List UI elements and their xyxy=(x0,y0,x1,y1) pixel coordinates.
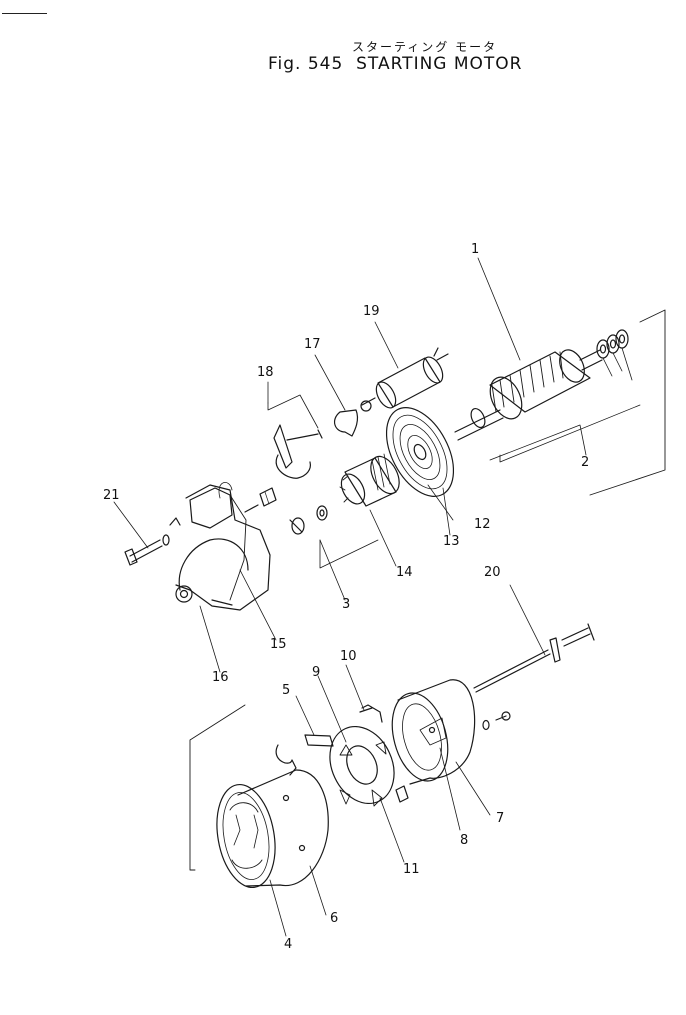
brush-spring-clip xyxy=(359,704,383,723)
callout-20: 20 xyxy=(484,565,501,580)
leader-lines xyxy=(113,257,546,937)
callout-21: 21 xyxy=(103,488,120,503)
callout-1: 1 xyxy=(471,242,479,257)
callout-18: 18 xyxy=(257,365,274,380)
callout-14: 14 xyxy=(396,565,413,580)
callout-15: 15 xyxy=(270,637,287,652)
japanese-title: スターティング モータ xyxy=(352,40,498,54)
pinion-clutch xyxy=(339,453,400,507)
rear-cover xyxy=(391,679,476,785)
bracket-line xyxy=(589,309,666,496)
callout-numbers: 1 2 3 4 5 6 7 8 9 10 11 12 13 14 15 16 1… xyxy=(103,242,589,952)
solenoid xyxy=(360,347,449,412)
corner-rule xyxy=(2,13,47,14)
bracket-line-lower xyxy=(189,704,246,871)
callout-10: 10 xyxy=(340,649,357,664)
figure-title: Fig. 545 STARTING MOTOR xyxy=(268,54,523,74)
thrust-washers xyxy=(489,329,641,463)
callout-8: 8 xyxy=(460,833,468,848)
through-bolt-long xyxy=(473,623,595,693)
callout-19: 19 xyxy=(363,304,380,319)
callout-5: 5 xyxy=(282,683,290,698)
callout-13: 13 xyxy=(443,534,460,549)
callout-17: 17 xyxy=(304,337,321,352)
brush xyxy=(304,734,334,747)
callout-3: 3 xyxy=(342,597,350,612)
callout-11: 11 xyxy=(403,862,420,877)
callout-7: 7 xyxy=(496,811,504,826)
lever-parts xyxy=(259,487,379,569)
clip xyxy=(333,409,359,437)
armature xyxy=(454,349,603,441)
brush-holder xyxy=(329,725,409,807)
callout-2: 2 xyxy=(581,455,589,470)
callout-9: 9 xyxy=(312,665,320,680)
shift-lever xyxy=(267,394,323,479)
yoke-field-coil xyxy=(216,744,329,889)
end-plate xyxy=(385,407,455,497)
callout-12: 12 xyxy=(474,517,491,532)
callout-6: 6 xyxy=(330,911,338,926)
drive-housing xyxy=(169,482,271,611)
callout-16: 16 xyxy=(212,670,229,685)
callout-4: 4 xyxy=(284,937,292,952)
screw-set xyxy=(482,711,511,731)
through-bolt-short xyxy=(124,534,170,566)
